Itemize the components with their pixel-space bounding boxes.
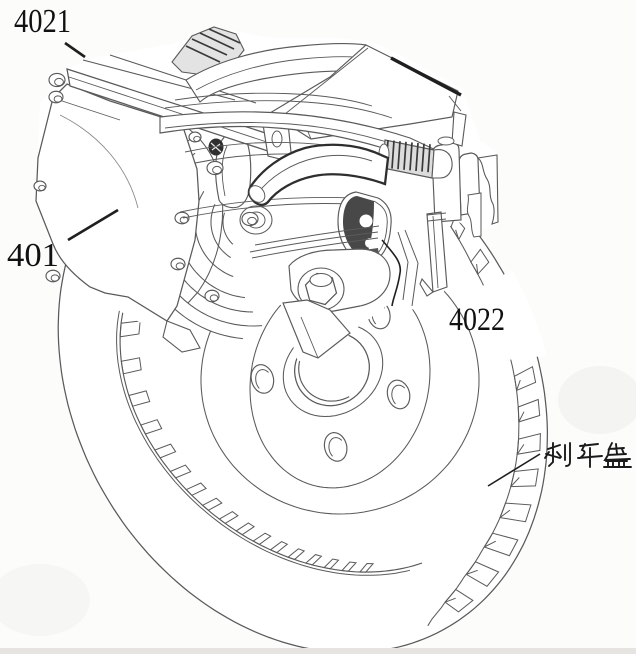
svg-text:401: 401 xyxy=(7,237,59,274)
svg-text:4021: 4021 xyxy=(14,3,71,40)
svg-text:4022: 4022 xyxy=(449,302,505,338)
